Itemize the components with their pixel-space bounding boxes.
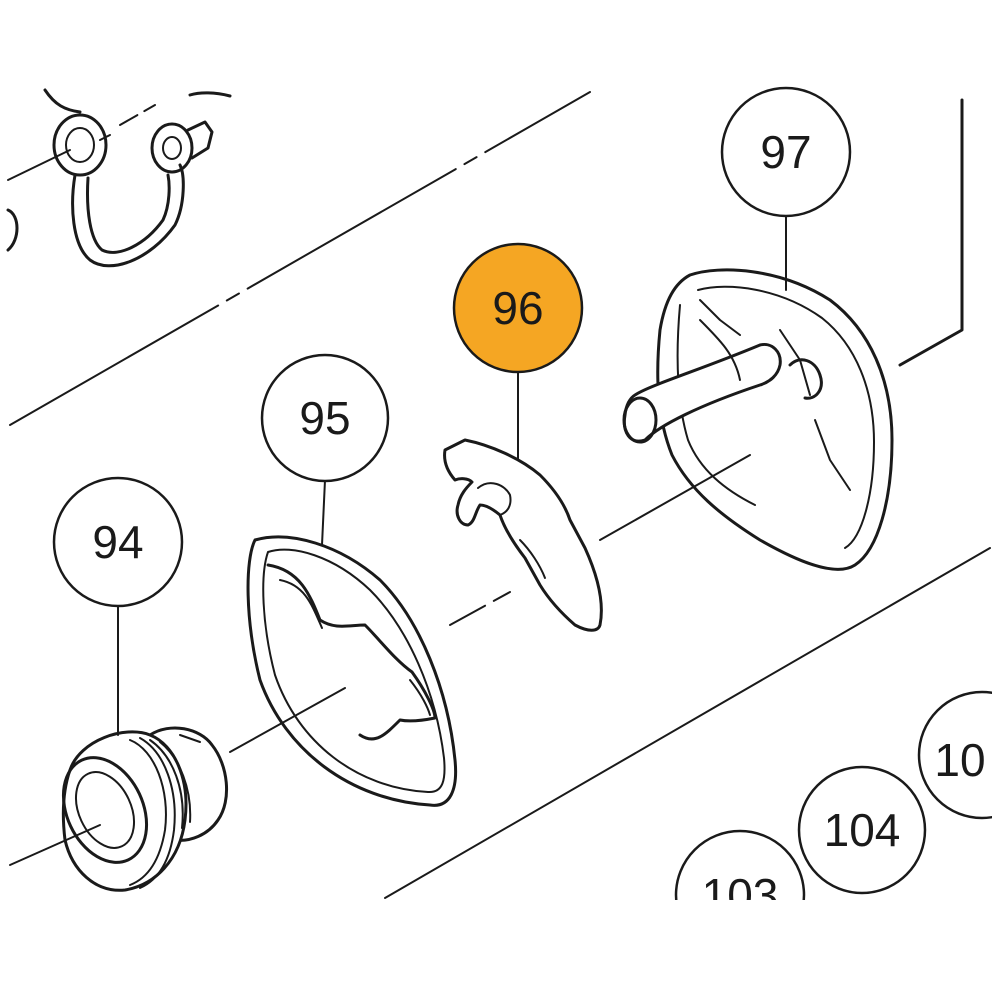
hose-clip-part — [6, 88, 232, 268]
guide-line-lower — [384, 547, 991, 899]
callout-label-10x: 10 — [934, 734, 985, 786]
gasket-part-95 — [246, 535, 511, 807]
callout-label-94: 94 — [92, 516, 143, 568]
callout-95: 95 — [260, 353, 390, 546]
housing-part-97 — [599, 98, 964, 571]
callout-label-97: 97 — [760, 126, 811, 178]
callout-96: 96 — [452, 242, 584, 461]
callout-97: 97 — [720, 86, 852, 291]
callout-104: 104 — [797, 765, 927, 895]
callout-label-96: 96 — [492, 282, 543, 334]
right-crop-mask — [992, 0, 1000, 1000]
callout-10x: 10 — [917, 690, 1000, 820]
callout-label-104: 104 — [824, 804, 901, 856]
threaded-fitting-part-94 — [9, 687, 346, 892]
callout-94: 94 — [52, 476, 184, 736]
guide-line-upper — [9, 91, 591, 426]
clip-part-96 — [443, 438, 603, 632]
callout-label-95: 95 — [299, 392, 350, 444]
bottom-crop-mask — [0, 900, 1000, 1000]
